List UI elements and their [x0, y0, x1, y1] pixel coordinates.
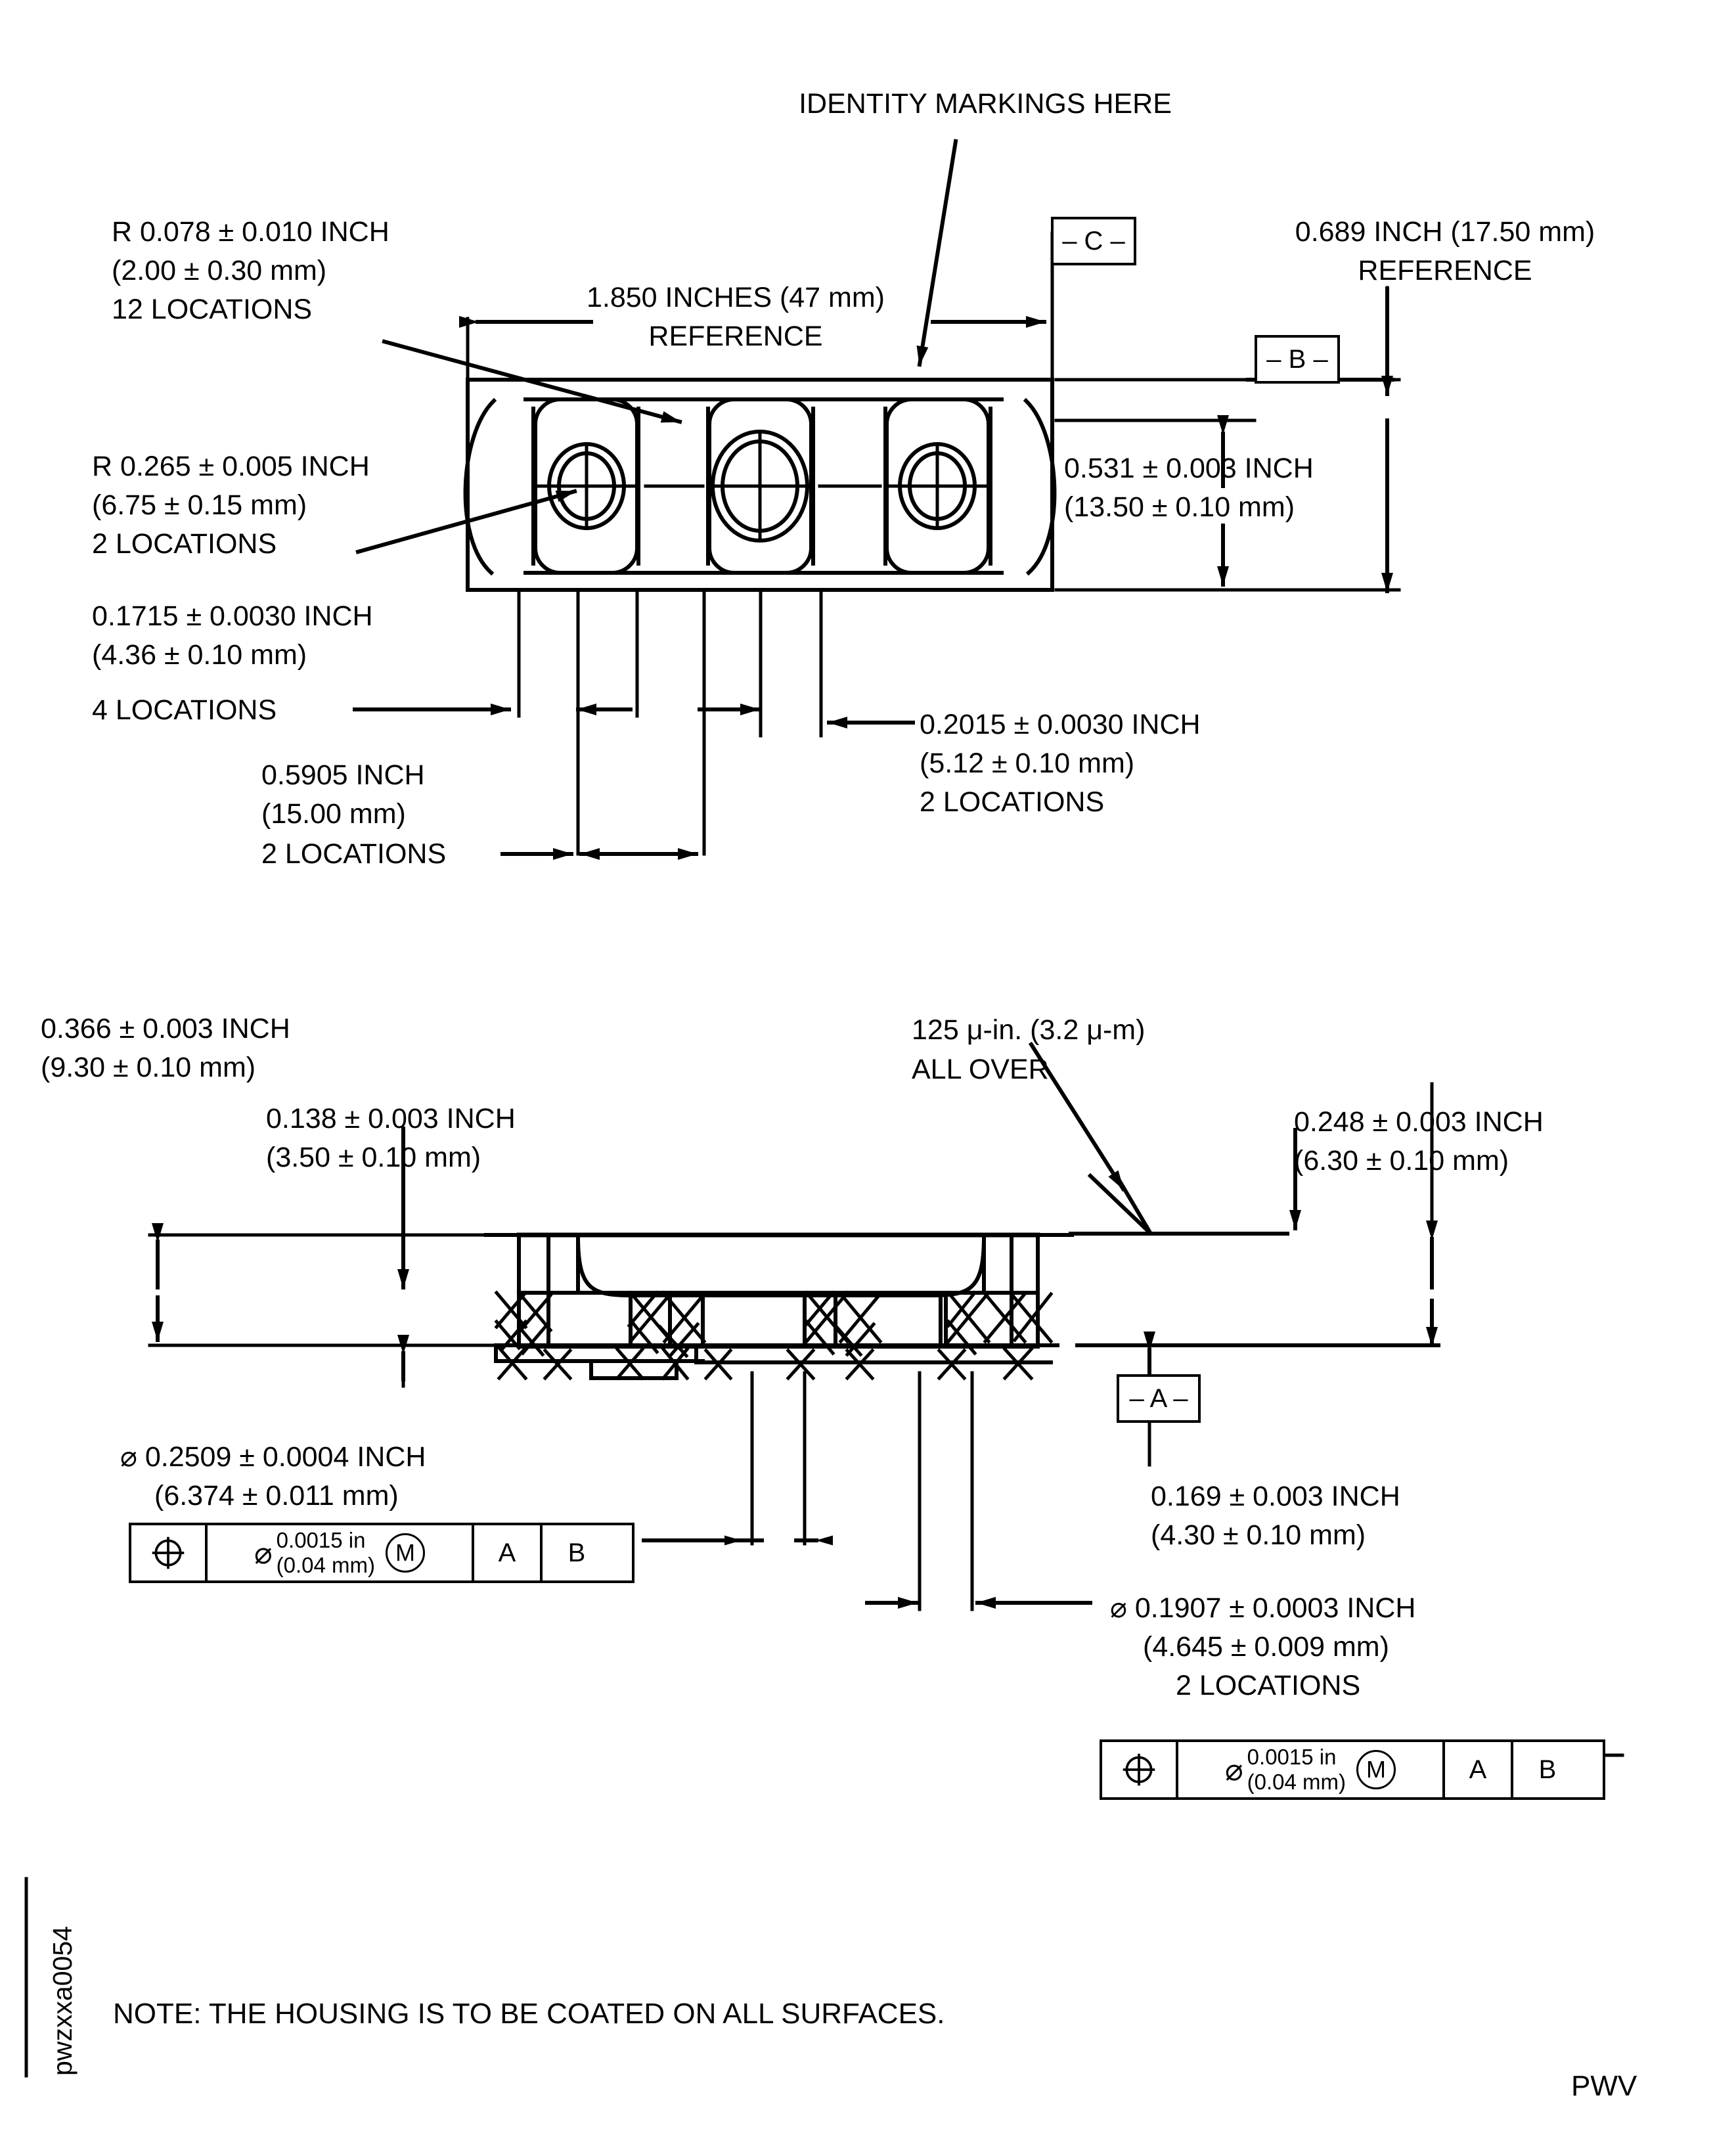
diameter-symbol-icon: ⌀ [1224, 1753, 1243, 1787]
drawing-id-label: pwzxxa0054 [47, 1926, 78, 2076]
callout-r078-line3: 12 LOCATIONS [112, 294, 313, 325]
dim-248-line2: (6.30 ± 0.10 mm) [1294, 1145, 1509, 1176]
tolerance-cell-2: ⌀ 0.0015 in (0.04 mm) M [1178, 1742, 1445, 1797]
surface-finish-line1: 125 μ-in. (3.2 μ-m) [912, 1014, 1146, 1046]
datum-c-box: – C – [1051, 217, 1136, 265]
datum-ref-b-2: B [1538, 1755, 1557, 1784]
dia-2509-line1: ⌀ 0.2509 ± 0.0004 INCH [120, 1441, 426, 1473]
datum-ref-a: A [474, 1525, 543, 1580]
dim-138-line2: (3.50 ± 0.10 mm) [266, 1142, 481, 1173]
datum-ref-a-2: A [1445, 1742, 1513, 1797]
dim-366-line1: 0.366 ± 0.003 INCH [41, 1013, 290, 1044]
diameter-symbol-icon: ⌀ [254, 1536, 273, 1570]
mmc-modifier-icon: M [1356, 1750, 1396, 1789]
position-icon [1123, 1753, 1155, 1786]
tolerance-inch: 0.0015 in [276, 1528, 366, 1552]
callout-1715-line1: 0.1715 ± 0.0030 INCH [92, 600, 373, 632]
callout-2015-line2: (5.12 ± 0.10 mm) [920, 748, 1135, 779]
datum-ref-b: B [568, 1538, 586, 1567]
position-symbol-icon-2 [1102, 1742, 1178, 1797]
callout-5905-line3: 2 LOCATIONS [261, 838, 447, 870]
dim-531-line1: 0.531 ± 0.003 INCH [1064, 453, 1314, 484]
identity-markings-label: IDENTITY MARKINGS HERE [799, 88, 1172, 120]
mmc-modifier-icon: M [386, 1533, 426, 1573]
position-symbol-icon [131, 1525, 208, 1580]
datum-b-box: – B – [1255, 335, 1340, 384]
feature-control-frame-left: ⌀ 0.0015 in (0.04 mm) M A B [129, 1523, 634, 1583]
dim-689-line2: REFERENCE [1358, 255, 1532, 286]
tolerance-mm: (0.04 mm) [1247, 1770, 1347, 1794]
dia-1907-line2: (4.645 ± 0.009 mm) [1143, 1631, 1389, 1663]
dim-length-line2: REFERENCE [648, 321, 823, 352]
corner-label: PWV [1571, 2070, 1637, 2102]
dim-531-line2: (13.50 ± 0.10 mm) [1064, 491, 1295, 523]
callout-r078-line1: R 0.078 ± 0.010 INCH [112, 216, 389, 248]
dim-length-line1: 1.850 INCHES (47 mm) [586, 282, 885, 313]
callout-r265-line2: (6.75 ± 0.15 mm) [92, 489, 307, 521]
callout-2015-line1: 0.2015 ± 0.0030 INCH [920, 709, 1201, 740]
position-icon [152, 1536, 185, 1569]
callout-5905-line2: (15.00 mm) [261, 798, 406, 830]
tolerance-value: 0.0015 in (0.04 mm) [277, 1528, 375, 1578]
tolerance-mm: (0.04 mm) [276, 1553, 376, 1577]
dia-1907-line3: 2 LOCATIONS [1176, 1670, 1361, 1701]
tolerance-cell: ⌀ 0.0015 in (0.04 mm) M [208, 1525, 474, 1580]
tolerance-value-2: 0.0015 in (0.04 mm) [1247, 1745, 1346, 1795]
dim-366-line2: (9.30 ± 0.10 mm) [41, 1052, 256, 1083]
callout-r078-line2: (2.00 ± 0.30 mm) [112, 255, 327, 286]
callout-1715-line3: 4 LOCATIONS [92, 694, 277, 726]
feature-control-frame-right: ⌀ 0.0015 in (0.04 mm) M A B [1100, 1739, 1605, 1800]
dim-169-line1: 0.169 ± 0.003 INCH [1151, 1481, 1400, 1512]
surface-finish-line2: ALL OVER [912, 1054, 1049, 1085]
drawing-note: NOTE: THE HOUSING IS TO BE COATED ON ALL… [113, 1998, 945, 2030]
callout-1715-line2: (4.36 ± 0.10 mm) [92, 639, 307, 671]
dim-138-line1: 0.138 ± 0.003 INCH [266, 1103, 516, 1134]
callout-r265-line3: 2 LOCATIONS [92, 528, 277, 560]
dim-689-line1: 0.689 INCH (17.50 mm) [1295, 216, 1595, 248]
callout-2015-line3: 2 LOCATIONS [920, 786, 1105, 818]
dia-1907-line1: ⌀ 0.1907 ± 0.0003 INCH [1110, 1592, 1416, 1624]
dim-169-line2: (4.30 ± 0.10 mm) [1151, 1519, 1366, 1551]
dim-248-line1: 0.248 ± 0.003 INCH [1294, 1106, 1544, 1138]
dia-2509-line2: (6.374 ± 0.011 mm) [154, 1480, 399, 1512]
tolerance-inch: 0.0015 in [1247, 1745, 1337, 1769]
datum-a-box: – A – [1117, 1374, 1201, 1423]
callout-5905-line1: 0.5905 INCH [261, 759, 425, 791]
callout-r265-line1: R 0.265 ± 0.005 INCH [92, 451, 370, 482]
